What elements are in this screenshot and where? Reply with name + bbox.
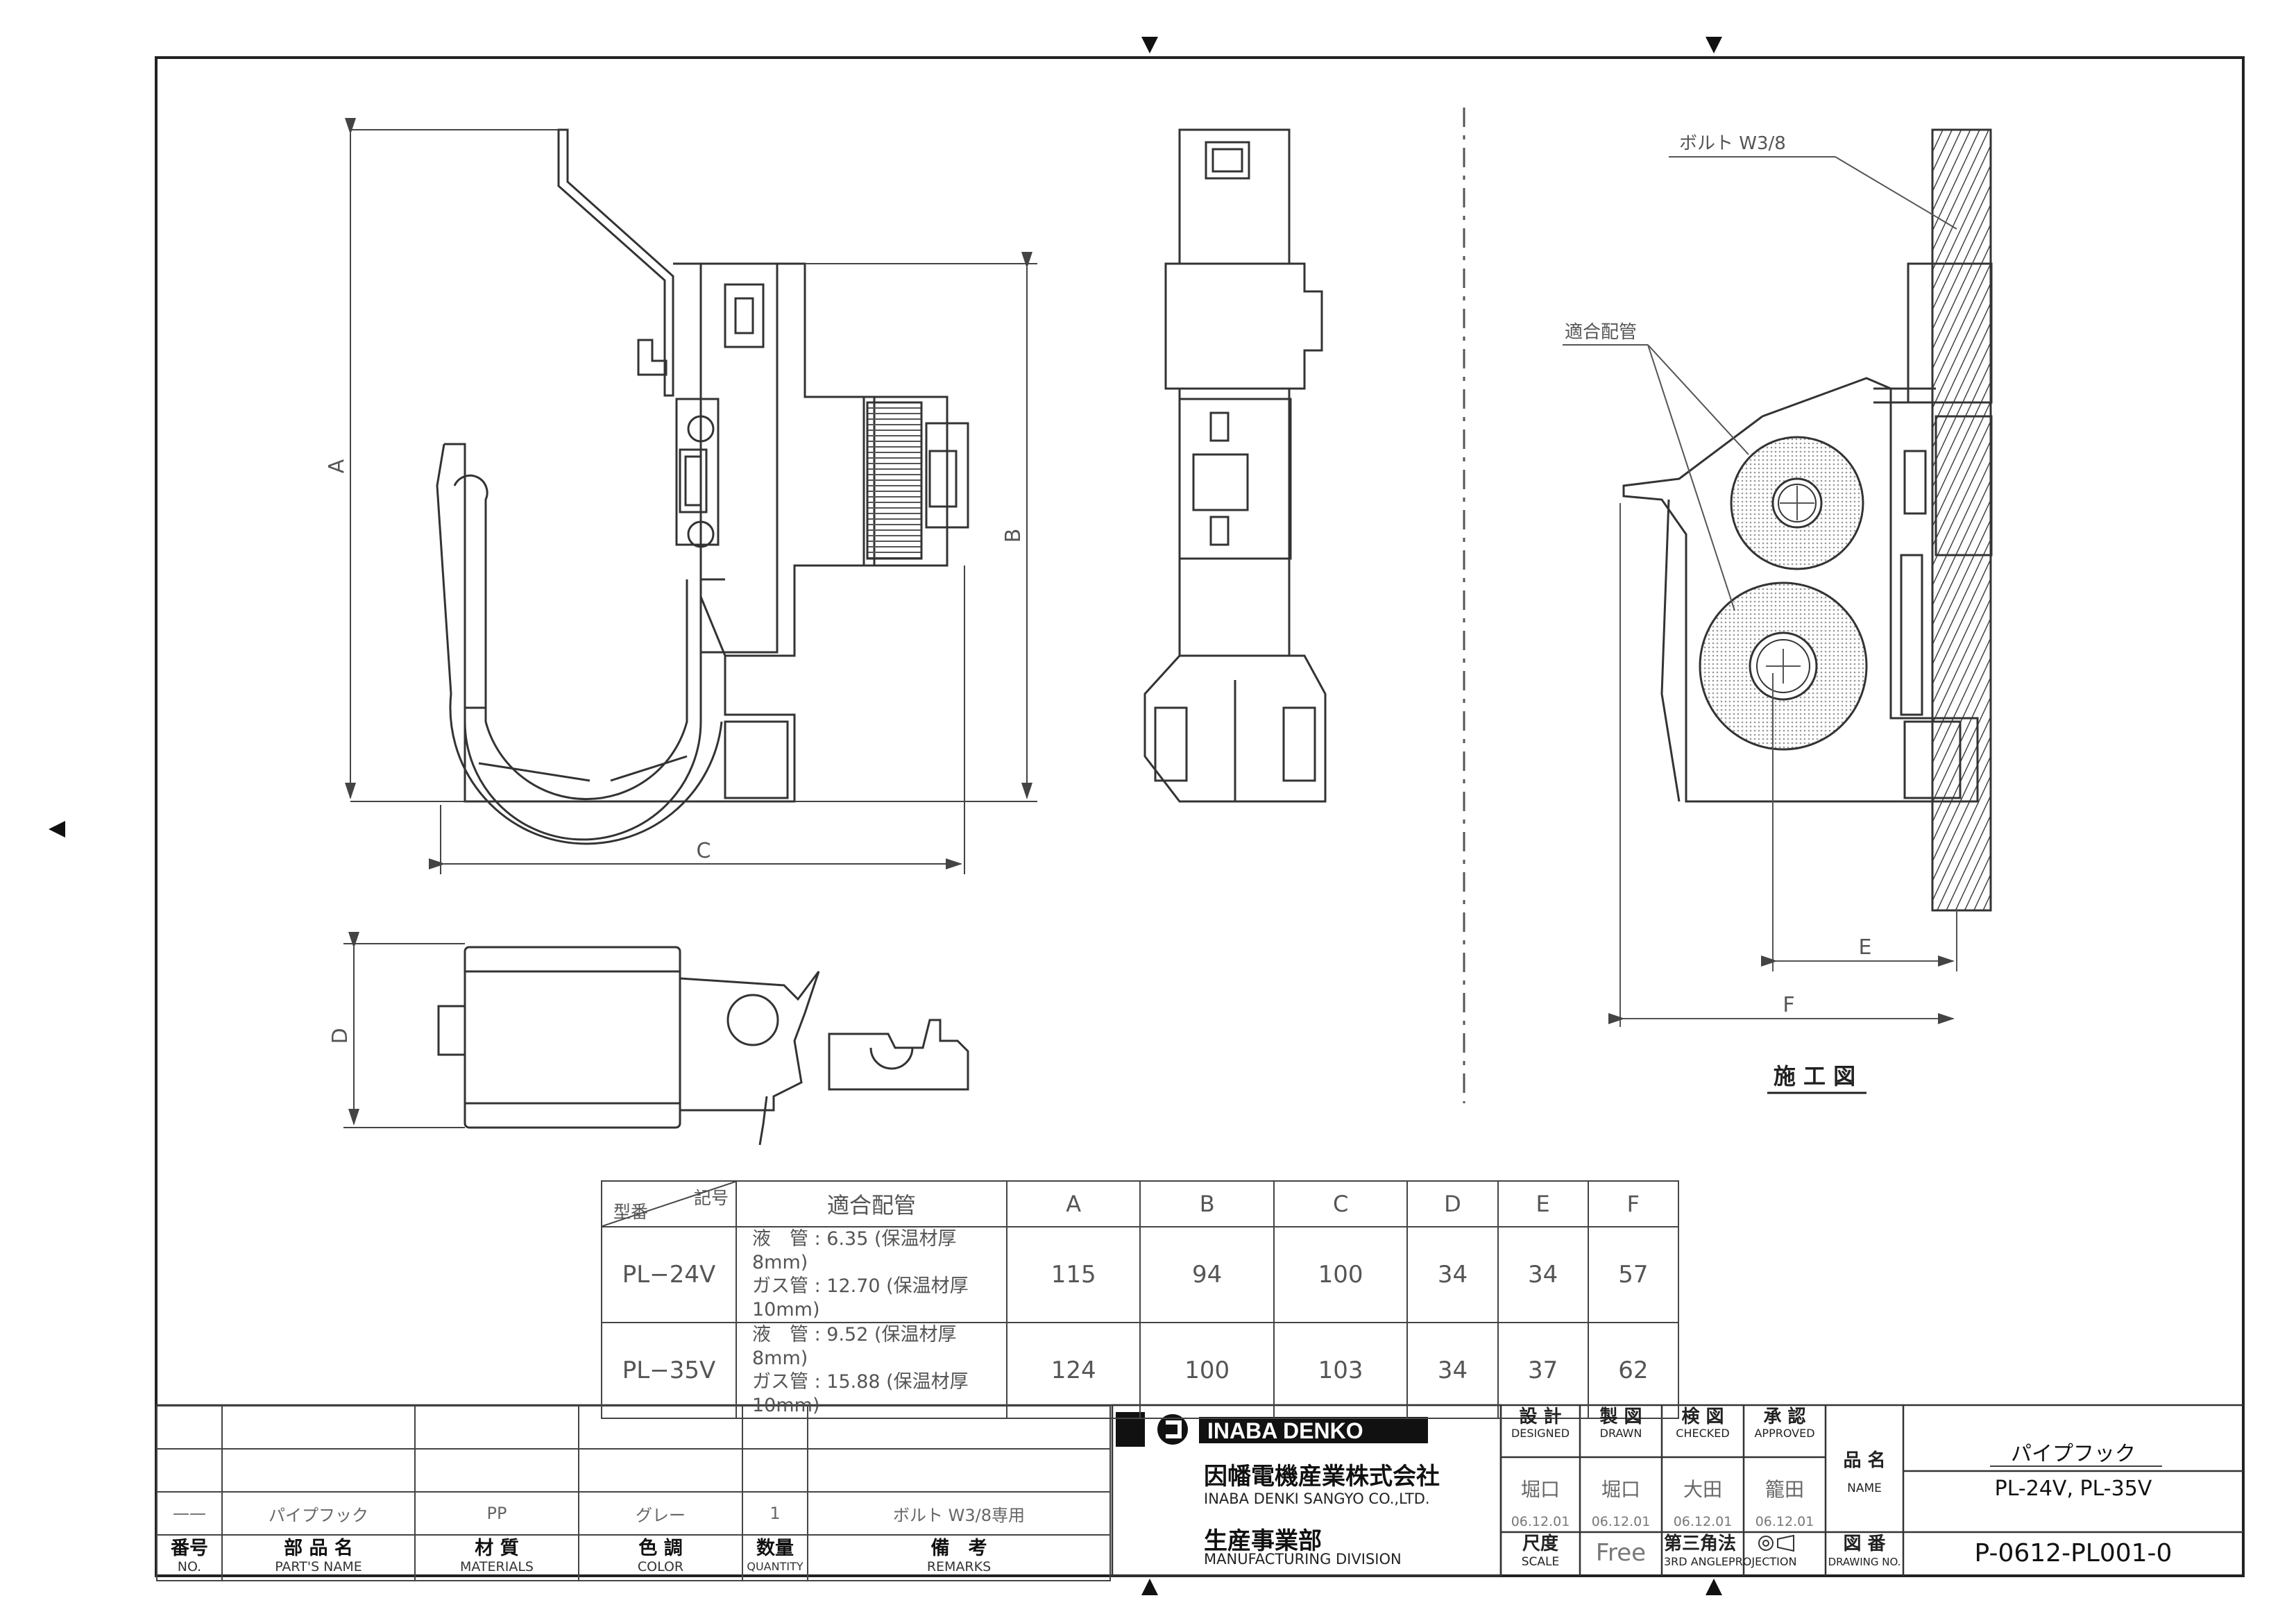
part-remarks: ボルト W3/8専用 [807, 1491, 1111, 1536]
value-E: 34 [1497, 1226, 1589, 1323]
value-F: 62 [1587, 1322, 1680, 1419]
value-E: 37 [1497, 1322, 1589, 1419]
value-B: 94 [1139, 1226, 1275, 1323]
header-E: E [1497, 1180, 1589, 1227]
product-models: PL-24V, PL-35V [1994, 1477, 2152, 1501]
product-name: パイプフック [2011, 1442, 2136, 1466]
pipe-cell: 液 管 : 6.35 (保温材厚8mm)ガス管 : 12.70 (保温材厚10m… [735, 1226, 1007, 1323]
checked-by: 大田 [1683, 1478, 1722, 1501]
product-name-underline [1990, 1465, 2162, 1467]
part-material: PP [414, 1491, 579, 1536]
approved-by: 籠田 [1764, 1478, 1804, 1501]
model-cell: PL−24V [601, 1226, 737, 1323]
dim-label-F: F [1783, 993, 1794, 1017]
spec-table: 記号 型番 適合配管 A B C D E F PL−24V 液 管 : 6.35… [601, 1180, 1680, 1419]
header-F: F [1587, 1180, 1680, 1227]
approved-date: 06.12.01 [1755, 1514, 1814, 1529]
table-row: —— パイプフック PP グレー 1 ボルト W3/8専用 [156, 1491, 1111, 1536]
center-marker-left [49, 821, 65, 838]
header-B: B [1139, 1180, 1275, 1227]
value-D: 34 [1406, 1322, 1499, 1419]
model-cell: PL−35V [601, 1322, 737, 1419]
front-view [436, 128, 969, 845]
value-D: 34 [1406, 1226, 1499, 1323]
brand-name: INABA DENKO [1207, 1418, 1363, 1443]
division-en: MANUFACTURING DIVISION [1204, 1551, 1402, 1567]
bolt-rod [1931, 128, 1992, 912]
table-row: PL−35V 液 管 : 9.52 (保温材厚8mm)ガス管 : 15.88 (… [601, 1322, 1680, 1419]
brand-logo-bar [1199, 1417, 1428, 1443]
center-marker-top [1706, 37, 1722, 53]
top-dimensions [343, 932, 465, 1128]
dim-label-A: A [325, 459, 349, 473]
part-name: パイプフック [221, 1491, 416, 1536]
scale-value: Free [1595, 1539, 1647, 1567]
center-marker-bottom [1706, 1579, 1722, 1595]
pipe-cell: 液 管 : 9.52 (保温材厚8mm)ガス管 : 15.88 (保温材厚10m… [735, 1322, 1007, 1419]
header-C: C [1273, 1180, 1409, 1227]
value-C: 103 [1273, 1322, 1409, 1419]
value-B: 100 [1139, 1322, 1275, 1419]
company-name-jp: 因幡電機産業株式会社 [1204, 1463, 1440, 1490]
title-block-frame [156, 1404, 2243, 1577]
dim-label-C: C [697, 839, 711, 863]
dim-label-E: E [1859, 935, 1872, 960]
drawn-by: 堀口 [1601, 1478, 1640, 1501]
center-marker-bottom [1141, 1579, 1158, 1595]
value-C: 100 [1273, 1226, 1409, 1323]
checked-date: 06.12.01 [1673, 1514, 1733, 1529]
division-jp: 生産事業部 [1204, 1527, 1322, 1555]
dim-label-B: B [1001, 529, 1026, 543]
top-view [437, 946, 969, 1146]
dim-label-D: D [328, 1028, 352, 1044]
pipe-label: 適合配管 [1565, 322, 1637, 343]
designed-by: 堀口 [1520, 1478, 1560, 1501]
part-no: —— [156, 1491, 223, 1536]
spec-corner-cell: 記号 型番 [601, 1180, 737, 1227]
front-dimensions [345, 118, 1037, 874]
third-angle-projection-icon [1758, 1534, 1794, 1552]
center-marker-top [1141, 37, 1158, 53]
company-name-en: INABA DENKI SANGYO CO.,LTD. [1204, 1490, 1430, 1507]
side-view [1143, 128, 1327, 803]
drawn-date: 06.12.01 [1591, 1514, 1651, 1529]
drawing-number: P-0612-PL001-0 [1974, 1539, 2172, 1567]
corner-model: 型番 [613, 1202, 649, 1222]
designed-date: 06.12.01 [1511, 1514, 1570, 1529]
part-qty: 1 [742, 1491, 808, 1536]
header-A: A [1005, 1180, 1141, 1227]
value-A: 124 [1005, 1322, 1141, 1419]
header-pipe: 適合配管 [735, 1180, 1007, 1227]
value-F: 57 [1587, 1226, 1680, 1323]
installation-view [1563, 128, 1993, 1027]
corner-symbol: 記号 [693, 1188, 729, 1208]
table-row: PL−24V 液 管 : 6.35 (保温材厚8mm)ガス管 : 12.70 (… [601, 1226, 1680, 1323]
installation-title: 施 工 図 [1774, 1063, 1855, 1089]
header-D: D [1406, 1180, 1499, 1227]
part-color: グレー [578, 1491, 743, 1536]
value-A: 115 [1005, 1226, 1141, 1323]
bolt-label: ボルト W3/8 [1679, 133, 1786, 154]
